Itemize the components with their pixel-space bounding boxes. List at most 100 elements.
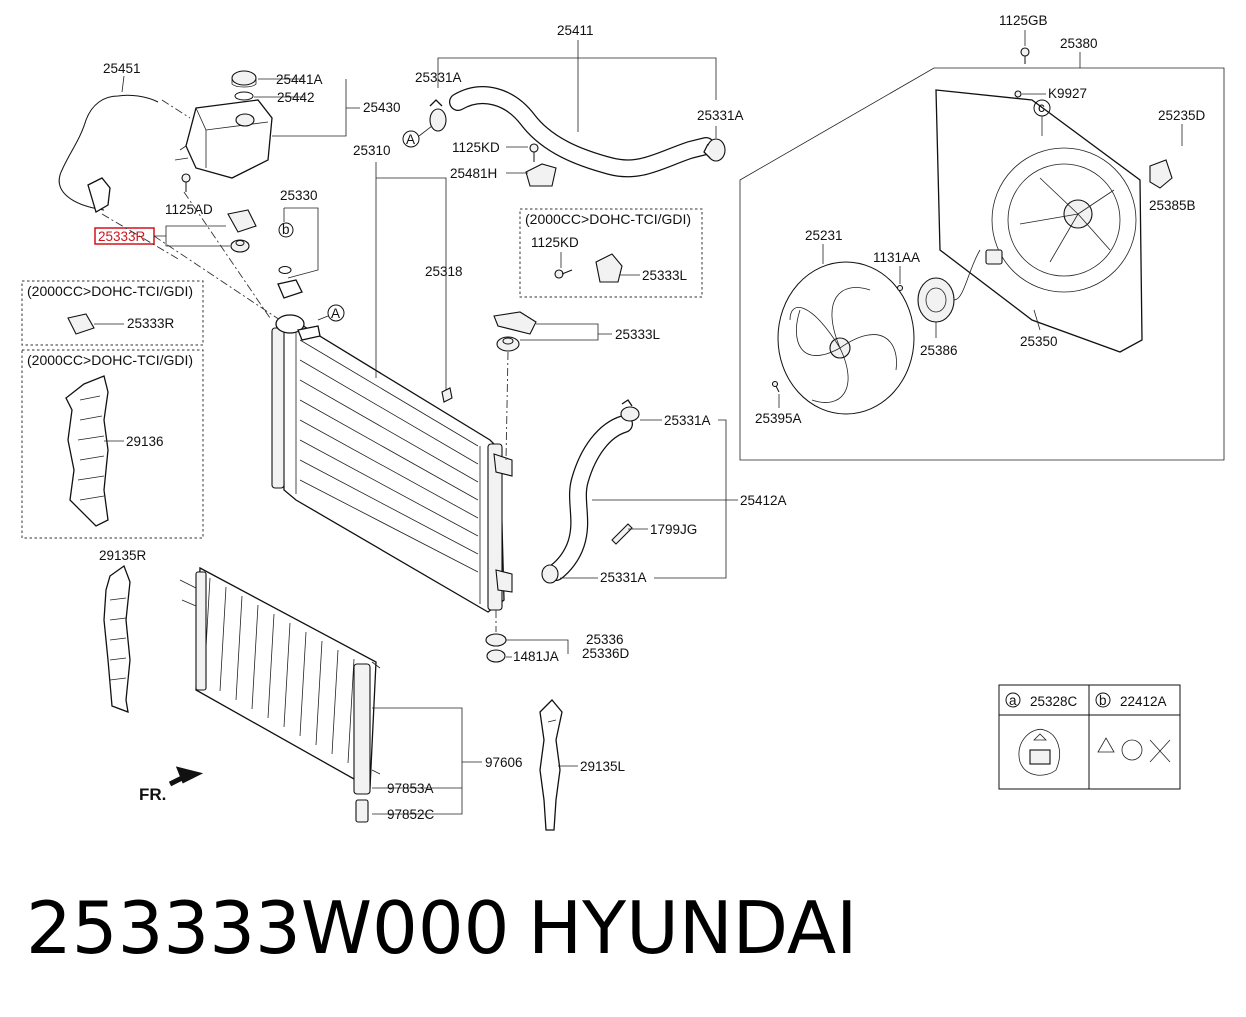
screw-25395A [771, 380, 780, 393]
legend-b-part[interactable]: 22412A [1120, 694, 1167, 709]
condenser-97606 [179, 566, 381, 795]
radiator-cap-25330 [277, 279, 303, 299]
variant-box-right [519, 208, 703, 298]
marker-A2 [327, 304, 345, 322]
label-25333R-box[interactable]: 25333R [127, 316, 175, 331]
variant-box-left-bottom [21, 349, 204, 539]
fan-shroud-25350 [935, 89, 1143, 353]
label-25333L-box[interactable]: 25333L [642, 268, 688, 283]
direction-label: FR. [139, 785, 166, 804]
reservoir-hose-25451 [58, 75, 159, 213]
marker-A2-label: A [331, 306, 340, 321]
label-1125AD[interactable]: 1125AD [165, 202, 213, 217]
bolt-1125AD [181, 173, 191, 192]
legend-a-part[interactable]: 25328C [1030, 694, 1078, 709]
marker-A1 [402, 130, 420, 148]
reservoir-tank [174, 99, 273, 186]
label-1125GB[interactable]: 1125GB [999, 13, 1048, 28]
part-number: 253333W000 [26, 886, 510, 970]
bolt-1125GB [1020, 47, 1030, 64]
label-25442[interactable]: 25442 [277, 90, 315, 105]
hose-bracket-25481H [525, 163, 557, 187]
label-29136[interactable]: 29136 [126, 434, 164, 449]
legend-table [998, 684, 1181, 790]
label-25336[interactable]: 25336 [586, 632, 624, 647]
air-guard-29136 [65, 375, 109, 527]
brand-name: HYUNDAI [528, 886, 858, 970]
label-25333L-main[interactable]: 25333L [615, 327, 661, 342]
air-guard-29135R [103, 564, 131, 714]
hose-clamp-25331A-right [703, 138, 726, 162]
label-25330[interactable]: 25330 [280, 188, 318, 203]
label-1799JG[interactable]: 1799JG [650, 522, 697, 537]
label-25441A[interactable]: 25441A [276, 72, 323, 87]
label-29135L[interactable]: 29135L [580, 759, 626, 774]
label-29135R[interactable]: 29135R [99, 548, 147, 563]
radiator-25310 [271, 314, 513, 613]
label-25336D[interactable]: 25336D [582, 646, 630, 661]
lower-hose-25412A [547, 415, 633, 581]
label-97852C[interactable]: 97852C [387, 807, 435, 822]
marker-A1-label: A [406, 132, 415, 147]
upper-hose-25411 [449, 86, 715, 178]
hose-clamp-25331A-top [429, 99, 447, 132]
screw-1131AA [896, 284, 904, 292]
label-25310[interactable]: 25310 [353, 143, 391, 158]
fan-blade-25231 [777, 261, 915, 415]
label-1125KD-top[interactable]: 1125KD [452, 140, 500, 155]
exploded-parts-diagram: 25451 25441A 25442 25430 1125AD 25333R 2… [21, 13, 1225, 831]
label-25430[interactable]: 25430 [363, 100, 401, 115]
oring-25442 [234, 91, 254, 101]
hose-clamp-25331A-mid [620, 399, 640, 422]
label-25395A[interactable]: 25395A [755, 411, 802, 426]
legend-b-marker: b [1099, 693, 1107, 708]
label-97853A[interactable]: 97853A [387, 781, 434, 796]
label-1131AA[interactable]: 1131AA [873, 250, 920, 265]
fan-assembly-frame [739, 67, 1225, 461]
variant-left-top-title: (2000CC>DOHC-TCI/GDI) [27, 283, 193, 299]
drain-plug-25336 [485, 633, 507, 663]
legend-a-marker: a [1009, 693, 1017, 708]
label-25331A-low[interactable]: 25331A [600, 570, 647, 585]
label-25331A-right[interactable]: 25331A [697, 108, 744, 123]
bolt-1125KD-box [554, 269, 573, 279]
bolt-1125KD-top [529, 143, 539, 162]
label-25331A-mid[interactable]: 25331A [664, 413, 711, 428]
marker-b-label: b [282, 222, 290, 237]
label-25331A-top[interactable]: 25331A [415, 70, 462, 85]
footer-caption: 253333W000 HYUNDAI [0, 880, 1246, 1000]
label-25385B[interactable]: 25385B [1149, 198, 1196, 213]
marker-b [278, 222, 294, 238]
mount-bracket-variant [67, 313, 95, 335]
label-1481JA[interactable]: 1481JA [513, 649, 559, 664]
label-25333R-selected[interactable]: 25333R [98, 229, 146, 244]
label-K9927[interactable]: K9927 [1048, 86, 1087, 101]
label-25318[interactable]: 25318 [425, 264, 463, 279]
bolt-25318 [441, 387, 453, 403]
label-25231[interactable]: 25231 [805, 228, 843, 243]
cap-25441A [231, 70, 257, 88]
mount-bracket-25333L [493, 311, 537, 352]
mount-bracket-25333R [227, 209, 257, 253]
air-guard-29135L [539, 699, 563, 831]
label-25411[interactable]: 25411 [557, 23, 594, 38]
label-25451[interactable]: 25451 [103, 61, 141, 76]
front-direction-arrow [168, 766, 204, 787]
label-25350[interactable]: 25350 [1020, 334, 1058, 349]
label-25386[interactable]: 25386 [920, 343, 958, 358]
variant-box-left-top [21, 280, 204, 346]
clip-1799JG [611, 523, 633, 545]
label-25235D[interactable]: 25235D [1158, 108, 1206, 123]
label-1125KD-box[interactable]: 1125KD [531, 235, 579, 250]
resistor-25385B [1149, 159, 1173, 189]
drier-97852C [355, 799, 369, 823]
label-25380[interactable]: 25380 [1060, 36, 1098, 51]
marker-c-label: c [1038, 100, 1045, 115]
variant-left-bottom-title: (2000CC>DOHC-TCI/GDI) [27, 352, 193, 368]
hose-clamp-25331A-low [541, 564, 559, 584]
label-25412A[interactable]: 25412A [740, 493, 787, 508]
part-K9927 [1014, 90, 1022, 98]
label-25481H[interactable]: 25481H [450, 166, 497, 181]
label-97606[interactable]: 97606 [485, 755, 523, 770]
oring-25330 [278, 266, 292, 274]
